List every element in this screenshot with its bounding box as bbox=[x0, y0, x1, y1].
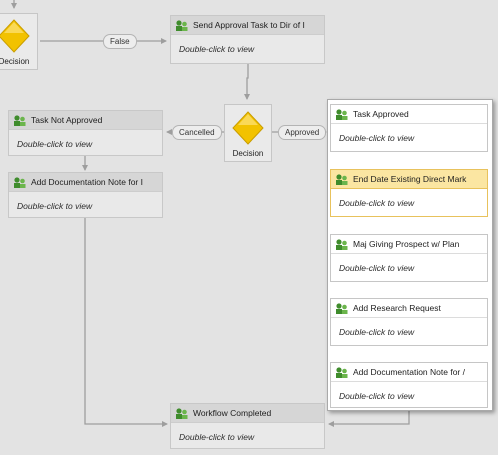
activity-hint: Double-click to view bbox=[17, 139, 93, 149]
activity-title: Workflow Completed bbox=[193, 408, 272, 418]
activity-title: Add Documentation Note for I bbox=[31, 177, 143, 187]
activity-hint: Double-click to view bbox=[17, 201, 93, 211]
activity-maj-giving[interactable]: Maj Giving Prospect w/ Plan Double-click… bbox=[330, 234, 488, 282]
decision-diamond-icon bbox=[232, 111, 264, 145]
activity-workflow-completed[interactable]: Workflow Completed Double-click to view bbox=[170, 403, 325, 449]
activity-icon bbox=[13, 176, 26, 188]
activity-header: Task Not Approved bbox=[9, 111, 162, 130]
activity-hint: Double-click to view bbox=[339, 198, 415, 208]
activity-icon bbox=[335, 108, 348, 120]
branch-label-approved: Approved bbox=[278, 125, 327, 140]
activity-hint: Double-click to view bbox=[179, 432, 255, 442]
activity-end-date[interactable]: End Date Existing Direct Mark Double-cli… bbox=[330, 169, 488, 217]
activity-hint: Double-click to view bbox=[339, 391, 415, 401]
activity-title: Task Approved bbox=[353, 109, 409, 119]
activity-hint: Double-click to view bbox=[339, 263, 415, 273]
decision-label: Decision bbox=[232, 149, 264, 158]
activity-header: Task Approved bbox=[331, 105, 487, 124]
activity-header: Send Approval Task to Dir of I bbox=[171, 16, 324, 35]
connector-send-to-decision bbox=[244, 64, 250, 100]
activity-icon bbox=[335, 366, 348, 378]
activity-hint: Double-click to view bbox=[339, 133, 415, 143]
activity-title: Add Documentation Note for / bbox=[353, 367, 465, 377]
activity-title: Add Research Request bbox=[353, 303, 441, 313]
activity-task-not-approved[interactable]: Task Not Approved Double-click to view bbox=[8, 110, 163, 156]
activity-icon bbox=[175, 407, 188, 419]
connector-left-to-completed bbox=[84, 218, 168, 427]
decision-label: Decision bbox=[0, 57, 30, 66]
activity-header: End Date Existing Direct Mark bbox=[331, 170, 487, 189]
activity-add-research[interactable]: Add Research Request Double-click to vie… bbox=[330, 298, 488, 346]
activity-title: Maj Giving Prospect w/ Plan bbox=[353, 239, 460, 249]
activity-title: Task Not Approved bbox=[31, 115, 103, 125]
activity-icon bbox=[13, 114, 26, 126]
activity-header: Workflow Completed bbox=[171, 404, 324, 423]
activity-title: End Date Existing Direct Mark bbox=[353, 174, 467, 184]
activity-icon bbox=[335, 302, 348, 314]
activity-header: Maj Giving Prospect w/ Plan bbox=[331, 235, 487, 254]
activity-header: Add Documentation Note for I bbox=[9, 173, 162, 192]
activity-icon bbox=[335, 238, 348, 250]
activity-task-approved[interactable]: Task Approved Double-click to view bbox=[330, 104, 488, 152]
activity-icon bbox=[335, 173, 348, 185]
activity-header: Add Research Request bbox=[331, 299, 487, 318]
decision-node-mid[interactable]: Decision bbox=[224, 104, 272, 162]
activity-title: Send Approval Task to Dir of I bbox=[193, 20, 305, 30]
activity-add-doc-note-right[interactable]: Add Documentation Note for / Double-clic… bbox=[330, 362, 488, 408]
activity-header: Add Documentation Note for / bbox=[331, 363, 487, 382]
activity-send-approval[interactable]: Send Approval Task to Dir of I Double-cl… bbox=[170, 15, 325, 64]
activity-add-doc-note-left[interactable]: Add Documentation Note for I Double-clic… bbox=[8, 172, 163, 218]
activity-icon bbox=[175, 19, 188, 31]
connector-right-to-completed bbox=[328, 408, 410, 427]
decision-node-top[interactable]: Decision bbox=[0, 13, 38, 70]
branch-label-false: False bbox=[103, 34, 137, 49]
activity-hint: Double-click to view bbox=[179, 44, 255, 54]
branch-label-cancelled: Cancelled bbox=[172, 125, 222, 140]
decision-diamond-icon bbox=[0, 19, 30, 53]
activity-hint: Double-click to view bbox=[339, 327, 415, 337]
